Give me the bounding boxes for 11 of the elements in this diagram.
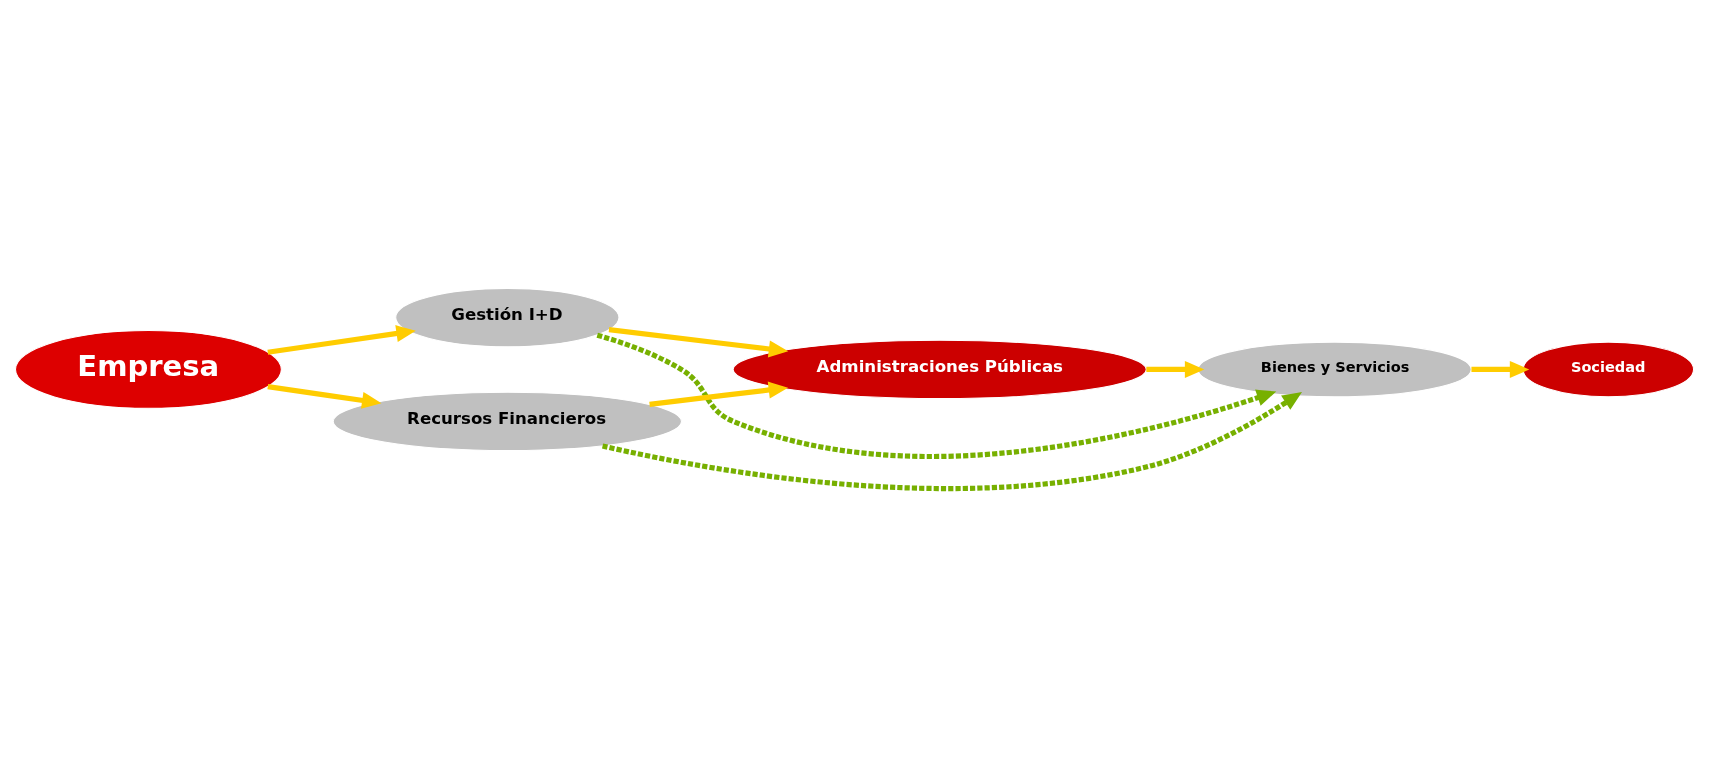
arrow	[602, 391, 1302, 491]
arrow	[608, 326, 789, 357]
arrow	[267, 383, 382, 409]
node-ellipse: Sociedad	[1522, 341, 1695, 397]
arrow	[649, 381, 789, 407]
node-ellipse: Empresa	[15, 329, 282, 409]
arrow	[1146, 360, 1205, 378]
arrow	[1471, 360, 1530, 378]
node-ellipse: Bienes y Servicios	[1197, 341, 1472, 397]
arrow	[596, 332, 1277, 459]
arrow	[267, 324, 416, 355]
